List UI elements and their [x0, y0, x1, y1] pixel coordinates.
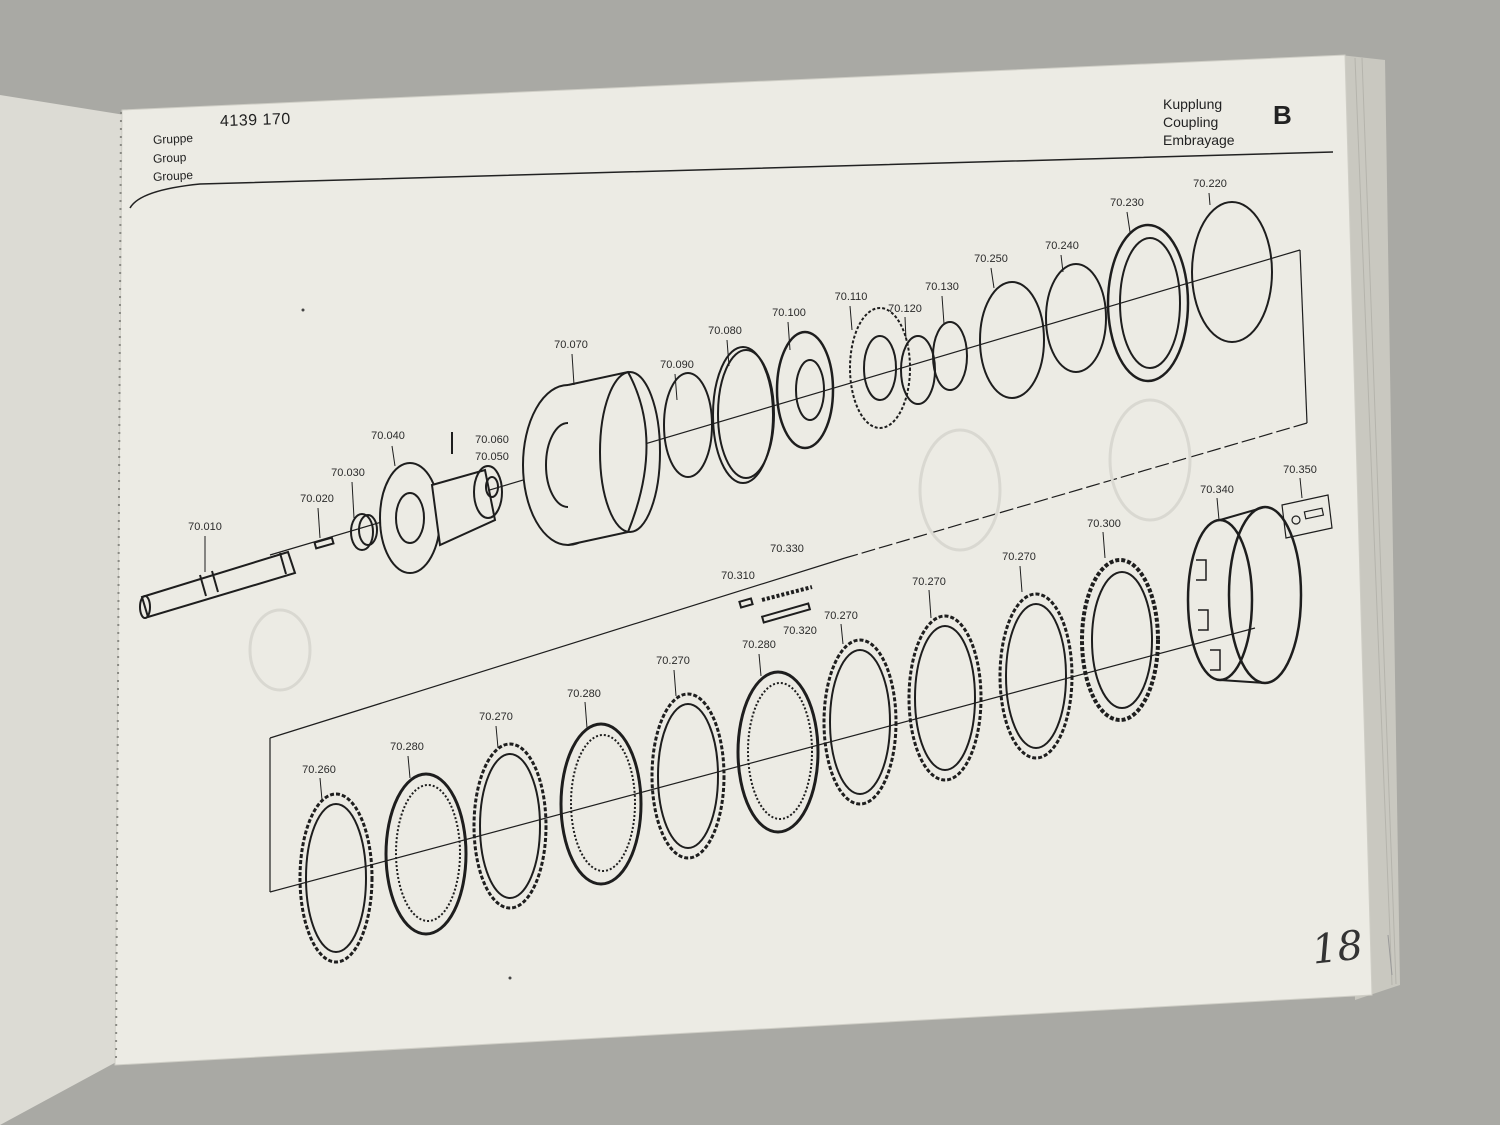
bolt-box [1281, 494, 1333, 539]
pins [738, 585, 813, 624]
part-label: 70.130 [925, 281, 959, 293]
part-label: 70.270 [479, 711, 513, 723]
part-label: 70.350 [1283, 464, 1317, 476]
section-label-en: Coupling [1163, 114, 1219, 130]
part-label: 70.100 [772, 307, 806, 319]
part-label: 70.330 [770, 543, 804, 555]
leader-lines [204, 192, 1303, 801]
part-label: 70.120 [888, 303, 922, 315]
part-label: 70.340 [1200, 484, 1234, 496]
part-label: 70.280 [567, 688, 601, 700]
group-number: 4139 170 [219, 110, 291, 131]
group-label-de: Gruppe [152, 130, 194, 148]
part-label: 70.060 [475, 434, 509, 446]
part-label: 70.010 [188, 521, 222, 533]
right-page [114, 54, 1373, 1066]
part-label: 70.270 [824, 610, 858, 622]
part-label: 70.270 [912, 576, 946, 588]
part-label: 70.270 [1002, 551, 1036, 563]
group-label-en: Group [152, 150, 187, 166]
section-label-fr: Embrayage [1163, 132, 1235, 148]
part-label: 70.250 [974, 253, 1008, 265]
section-label-de: Kupplung [1163, 96, 1223, 112]
part-label: 70.110 [834, 291, 868, 303]
group-label-fr: Groupe [152, 167, 194, 185]
part-label: 70.280 [742, 639, 776, 651]
hub [379, 462, 441, 574]
left-page [0, 95, 125, 1125]
part-label: 70.320 [783, 625, 817, 637]
bleed-through [248, 398, 1192, 692]
shaft [140, 550, 297, 619]
part-label: 70.240 [1045, 240, 1079, 252]
part-label: 70.030 [331, 467, 365, 479]
part-label: 70.230 [1110, 197, 1144, 209]
part-label: 70.020 [300, 493, 334, 505]
part-label: 70.260 [302, 764, 336, 776]
part-label: 70.050 [475, 451, 509, 463]
part-label: 70.220 [1193, 178, 1227, 190]
part-label: 70.080 [708, 325, 742, 337]
lower-assembly [269, 505, 1303, 964]
page-number: 18 [1309, 922, 1366, 974]
part-label: 70.300 [1087, 518, 1121, 530]
part-label: 70.280 [390, 741, 424, 753]
part-label: 70.040 [371, 430, 405, 442]
binding-holes [115, 111, 122, 1064]
section-letter: B [1273, 100, 1292, 130]
part-label: 70.090 [660, 359, 694, 371]
part-label: 70.270 [656, 655, 690, 667]
part-label: 70.070 [554, 339, 588, 351]
part-label: 70.310 [721, 570, 755, 582]
header-rule [129, 151, 1334, 209]
upper-assembly [139, 201, 1308, 619]
